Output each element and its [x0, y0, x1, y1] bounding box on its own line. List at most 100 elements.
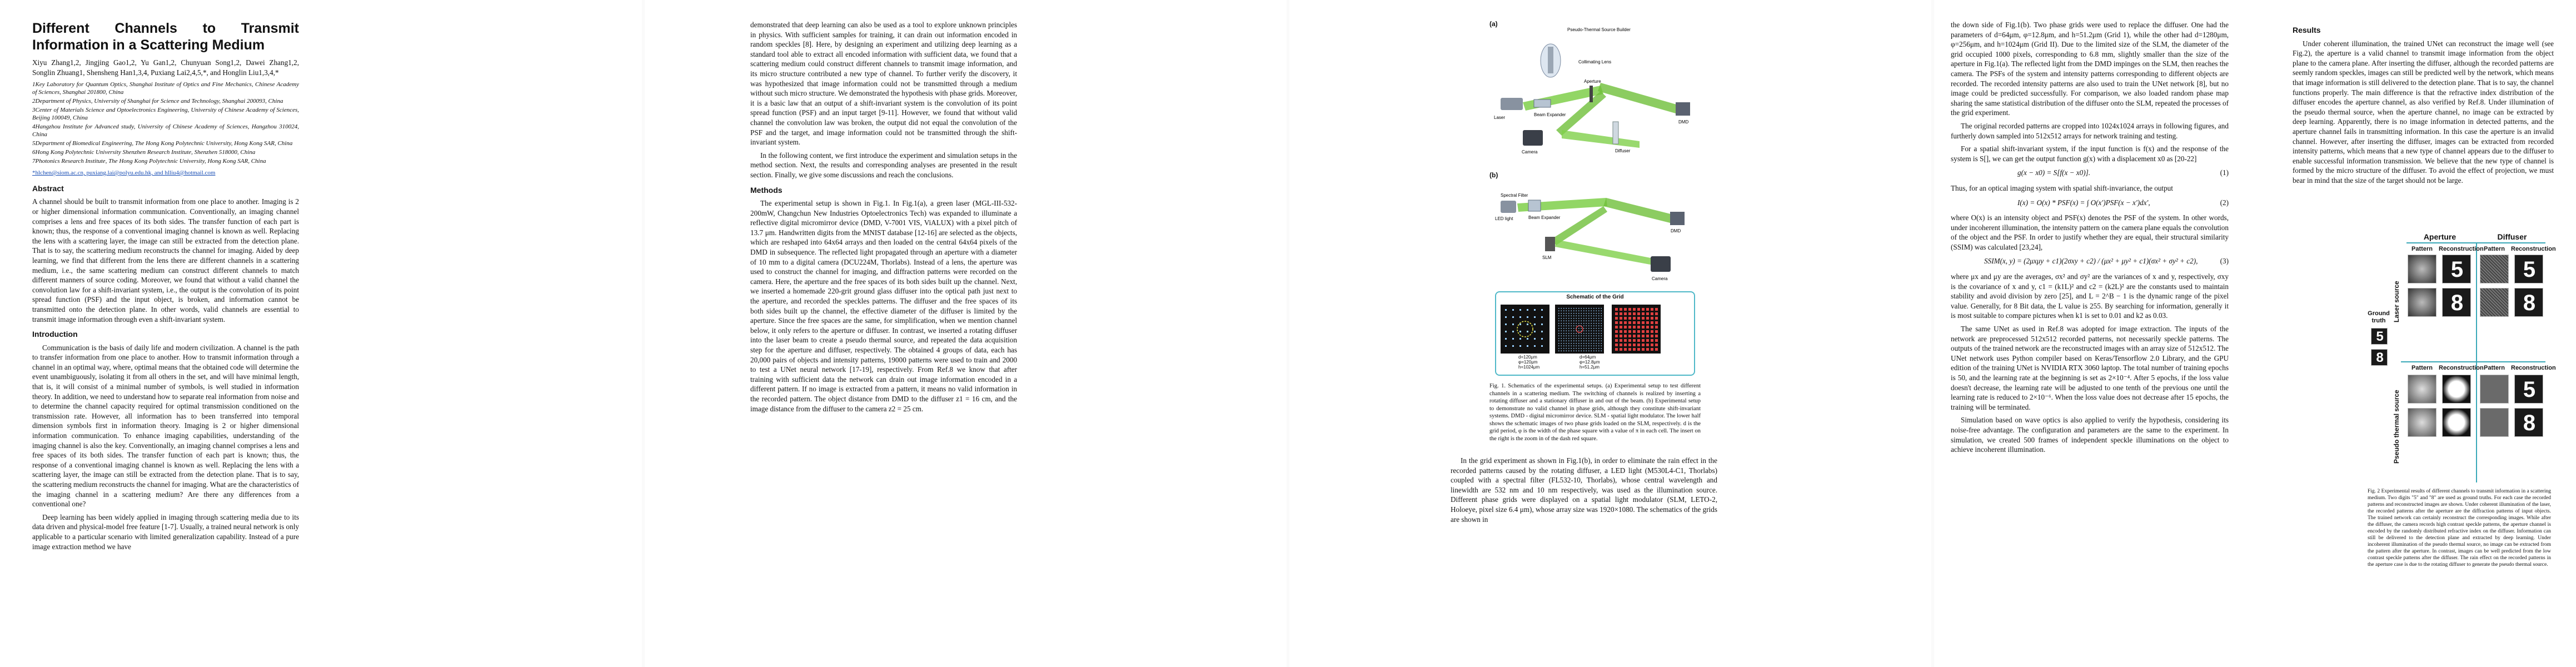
grid-cell — [1563, 345, 1564, 346]
grid-cell — [1593, 335, 1595, 336]
grid-cell — [1576, 333, 1577, 334]
grid-cell — [1633, 339, 1636, 342]
reconstruction-label: Reconstruction — [2439, 246, 2484, 252]
grid-cell — [1591, 338, 1592, 339]
equation-2: I(x) = O(x) * PSF(x) = ∫ O(x')PSF(x − x'… — [1951, 198, 2229, 208]
grid-cell — [1571, 350, 1572, 351]
aperture-header: Aperture — [2423, 232, 2457, 241]
grid-cell — [1591, 325, 1592, 326]
grid-cell — [1628, 335, 1631, 337]
grid-cell — [1601, 330, 1602, 331]
grid-cell — [1558, 333, 1559, 334]
grid-cell — [1615, 326, 1618, 328]
grid-cell — [1568, 315, 1569, 316]
grid-cell — [1628, 312, 1631, 315]
figure-2-caption: Fig. 2 Experimental results of different… — [2368, 489, 2551, 568]
corresponding-emails-link[interactable]: *hlchen@siom.ac.cn, puxiang.lai@polyu.ed… — [32, 170, 216, 177]
grid-cell — [1586, 348, 1587, 349]
grid-cell — [1593, 345, 1595, 346]
grid-cell — [1593, 320, 1595, 321]
grid-cell — [1581, 340, 1582, 341]
grid-cell — [1598, 315, 1600, 316]
grid-cell — [1571, 338, 1572, 339]
equation-text: SSIM(x, y) = (2μxμy + c1)(2σxy + c2) / (… — [1984, 257, 2198, 266]
pattern-label: Pattern — [2484, 365, 2505, 371]
grid-cell — [1576, 338, 1577, 339]
grid-cell — [1583, 310, 1585, 311]
grid-cell — [1534, 309, 1536, 311]
grid-cell — [1586, 323, 1587, 324]
grid-cell — [1561, 310, 1562, 311]
grid-cell — [1593, 310, 1595, 311]
grid-cell — [1637, 330, 1640, 333]
grid-cell — [1573, 333, 1575, 334]
grid-cell — [1586, 320, 1587, 321]
grid-cell — [1578, 323, 1580, 324]
grid-cell — [1566, 335, 1567, 336]
equation-number: (3) — [2220, 257, 2229, 266]
grid-cell — [1620, 348, 1622, 351]
grid-cell — [1646, 308, 1649, 311]
grid-cell — [1563, 330, 1564, 331]
grid-cell — [1598, 318, 1600, 319]
grid-cell — [1583, 343, 1585, 344]
grid-cell — [1655, 330, 1658, 333]
grid-cell — [1568, 350, 1569, 351]
grid-cell — [1576, 323, 1577, 324]
grid-cell — [1598, 343, 1600, 344]
grid-cell — [1596, 333, 1597, 334]
grid-cell — [1581, 325, 1582, 326]
affiliation: 4Hangzhou Institute for Advanced study, … — [32, 123, 299, 138]
grid-cell — [1563, 335, 1564, 336]
pattern-label: Pattern — [2411, 365, 2433, 371]
grid-cell — [1568, 323, 1569, 324]
page-1: Different Channels to Transmit Informati… — [0, 0, 642, 667]
figure-1: (a) Pseudo-Thermal Source Builder Laser … — [1489, 20, 1701, 442]
digit: 8 — [2523, 291, 2536, 315]
grid-cell — [1642, 339, 1645, 342]
grid-cell — [1646, 339, 1649, 342]
grid-cell — [1596, 338, 1597, 339]
grid-cell — [1558, 340, 1559, 341]
grid-cell — [1583, 328, 1585, 329]
grid-cell — [1578, 318, 1580, 319]
diffuser-header: Diffuser — [2497, 232, 2527, 241]
grid-cell — [1624, 344, 1627, 346]
grid-cell — [1615, 321, 1618, 324]
figure-2: Aperture Diffuser Ground truth 5 8 Laser… — [2368, 232, 2556, 568]
grid-cell — [1598, 345, 1600, 346]
digit: 5 — [2523, 257, 2536, 282]
grid-cell — [1642, 348, 1645, 351]
grid-cell — [1571, 323, 1572, 324]
grid-cell — [1624, 321, 1627, 324]
grid-cell — [1591, 323, 1592, 324]
grid-cell — [1642, 321, 1645, 324]
grid-cell — [1583, 325, 1585, 326]
grid-cell — [1561, 343, 1562, 344]
grid-cell — [1633, 312, 1636, 315]
grid-cell — [1561, 335, 1562, 336]
grid-cell — [1593, 308, 1595, 309]
grid-cell — [1601, 328, 1602, 329]
grid-cell — [1527, 331, 1528, 332]
grid-cell — [1541, 331, 1543, 332]
grid-cell — [1578, 333, 1580, 334]
digit: 8 — [2376, 350, 2384, 365]
grid-cell — [1588, 318, 1590, 319]
grid-cell — [1578, 310, 1580, 311]
grid-cell — [1651, 326, 1653, 328]
page4-left-column: the down side of Fig.1(b). Two phase gri… — [1951, 20, 2229, 458]
reconstruction-image: 8 — [2442, 288, 2471, 317]
grid-cell — [1615, 312, 1618, 315]
grid-cell — [1586, 340, 1587, 341]
grid-cell — [1578, 338, 1580, 339]
grid-cell — [1573, 343, 1575, 344]
grid-cell — [1534, 323, 1536, 325]
grid-cell — [1505, 331, 1507, 332]
grid-cell — [1593, 330, 1595, 331]
body-paragraph: The original recorded patterns are cropp… — [1951, 121, 2229, 140]
grid-cell — [1573, 335, 1575, 336]
grid-cell — [1571, 333, 1572, 334]
grid-cell — [1596, 340, 1597, 341]
grid-cell — [1583, 345, 1585, 346]
